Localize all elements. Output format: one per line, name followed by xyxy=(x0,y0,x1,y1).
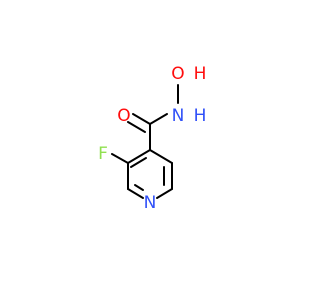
molecule-structure: O N H O H F N xyxy=(98,64,206,213)
atom-oxygen-carbonyl: O xyxy=(117,106,130,126)
atom-labels: O N H O H F N xyxy=(98,64,206,213)
bond-c5-c4 xyxy=(149,149,173,164)
atom-nitrogen-ring: N xyxy=(144,193,157,213)
atom-oxygen-hydroxyl: O xyxy=(171,64,184,84)
bond-carbonyl-oxygen-2 xyxy=(127,121,146,133)
bond-carbonyl-nitrogen xyxy=(149,113,168,125)
atom-fluorine: F xyxy=(98,144,108,164)
bond-c2-n1 xyxy=(127,188,144,199)
bond-c4-c3 xyxy=(127,149,151,164)
bond-n1-c6 xyxy=(156,188,173,199)
bonds xyxy=(111,84,179,199)
bond-c4-c3-inner xyxy=(130,157,147,168)
atom-hydrogen-hydroxyl: H xyxy=(194,64,207,84)
bond-c3-fluorine xyxy=(111,153,129,164)
bond-carbonyl-oxygen-1 xyxy=(132,113,151,125)
atom-hydrogen-amide: H xyxy=(194,106,207,126)
atom-nitrogen-amide: N xyxy=(172,106,185,126)
bond-c2-n1-inner xyxy=(134,184,144,191)
